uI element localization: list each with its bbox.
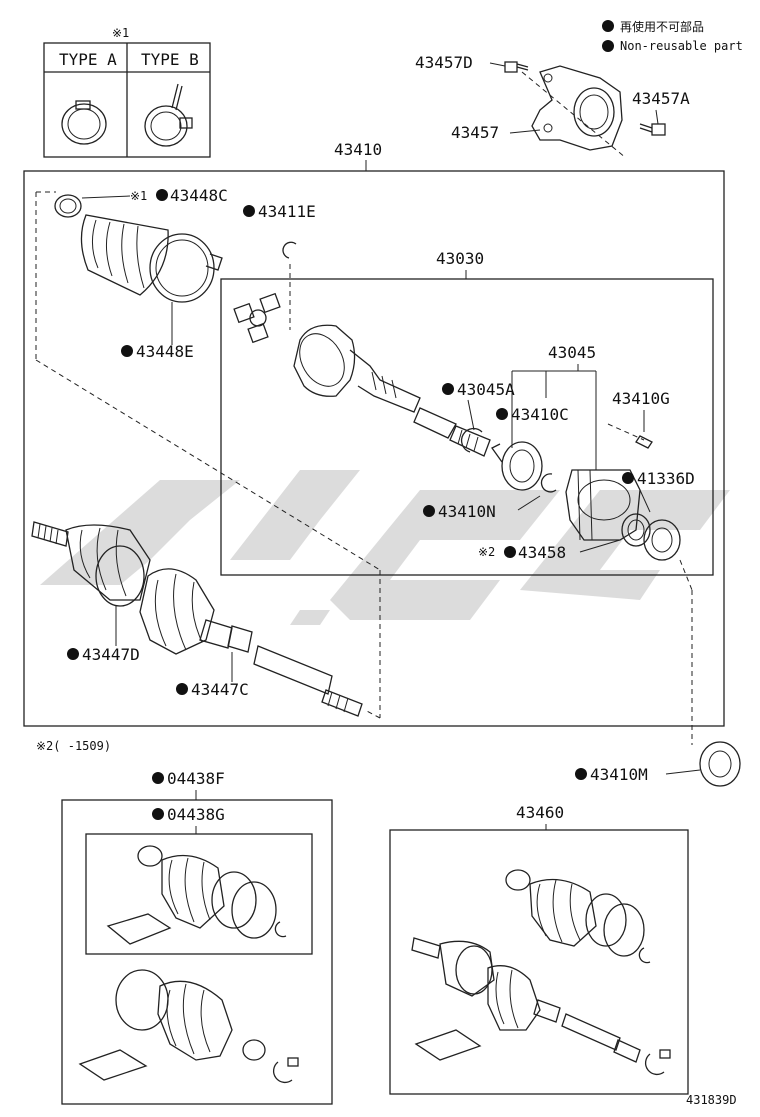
label-43410M: 43410M [590, 765, 648, 784]
boot-kit-lower-icon [78, 969, 299, 1084]
nonreusable-dot-icon [423, 505, 435, 517]
label-41336D: 41336D [637, 469, 695, 488]
snap-ring-43410N-icon [540, 473, 557, 493]
nonreusable-dot-icon [442, 383, 454, 395]
seal-41336D-icon [643, 519, 681, 561]
nonreusable-dot-icon [496, 408, 508, 420]
label-43457D: 43457D [415, 53, 473, 72]
kit-04438G-box [85, 833, 313, 955]
note-43458: ※2 [478, 545, 495, 559]
diagram-id: 431839D [686, 1093, 737, 1107]
legend-ja: 再使用不可部品 [620, 19, 704, 34]
label-43410: 43410 [334, 140, 382, 159]
nonreusable-dot-icon [121, 345, 133, 357]
clamp-type-a-icon [61, 100, 107, 145]
nonreusable-dot-icon [152, 772, 164, 784]
legend-dot-icon [602, 20, 614, 32]
pin-43410G-icon [607, 423, 653, 449]
label-43410C: 43410C [511, 405, 569, 424]
kit-43460-box [389, 829, 689, 1095]
type-a-label: TYPE A [59, 50, 117, 69]
type-note: ※1 [112, 26, 129, 40]
type-box: ※1 TYPE A TYPE B [43, 26, 211, 158]
note-43448C: ※1 [130, 189, 147, 203]
label-43410N: 43410N [438, 502, 496, 521]
label-43457A: 43457A [632, 89, 690, 108]
nonreusable-dot-icon [504, 546, 516, 558]
label-43045: 43045 [548, 343, 596, 362]
bolt-43457A-icon [639, 123, 666, 136]
nonreusable-dot-icon [152, 808, 164, 820]
boot-kit-upper-icon [106, 845, 287, 945]
tripod-joint-icon [233, 292, 281, 344]
seal-43410M-icon [699, 741, 741, 787]
seal-43458-icon [621, 513, 651, 547]
assembly-43030-box [220, 278, 714, 576]
driveshaft-lower-icon [31, 521, 363, 717]
nonreusable-dot-icon [243, 205, 255, 217]
label-43045A: 43045A [457, 380, 515, 399]
assembly-43410-box [23, 170, 725, 727]
legend: 再使用不可部品 Non-reusable part [602, 19, 743, 53]
nonreusable-dot-icon [622, 472, 634, 484]
nonreusable-dot-icon [67, 648, 79, 660]
label-43410G: 43410G [612, 389, 670, 408]
bracket-43457-icon [531, 65, 623, 151]
nonreusable-dot-icon [176, 683, 188, 695]
label-43030: 43030 [436, 249, 484, 268]
legend-en: Non-reusable part [620, 39, 743, 53]
watermark-logo [40, 470, 730, 625]
nonreusable-dot-icon [575, 768, 587, 780]
kit-04438F-box [61, 799, 333, 1105]
legend-dot-icon [602, 40, 614, 52]
snap-ring-43045A-icon [460, 427, 483, 453]
type-b-label: TYPE B [141, 50, 199, 69]
bearing-43410C-icon [491, 441, 543, 491]
label-43448C: 43448C [170, 186, 228, 205]
note-2: ※2( -1509) [36, 739, 111, 753]
label-04438F: 04438F [167, 769, 225, 788]
snap-ring-43411E-icon [282, 241, 297, 259]
label-43448E: 43448E [136, 342, 194, 361]
bracket-group: 43457D 43457 43457A [415, 53, 690, 159]
label-43460: 43460 [516, 803, 564, 822]
clamp-43448C-icon [54, 194, 82, 218]
label-43447C: 43447C [191, 680, 249, 699]
nonreusable-dot-icon [156, 189, 168, 201]
label-04438G: 04438G [167, 805, 225, 824]
label-43458: 43458 [518, 543, 566, 562]
boot-43448E-icon [80, 214, 223, 303]
bolt-43457D-icon [504, 61, 529, 73]
label-43447D: 43447D [82, 645, 140, 664]
clamp-type-b-icon [144, 83, 193, 147]
outer-housing-icon [293, 324, 491, 457]
label-43411E: 43411E [258, 202, 316, 221]
label-43457: 43457 [451, 123, 499, 142]
driveshaft-kit-icon [411, 869, 671, 1076]
